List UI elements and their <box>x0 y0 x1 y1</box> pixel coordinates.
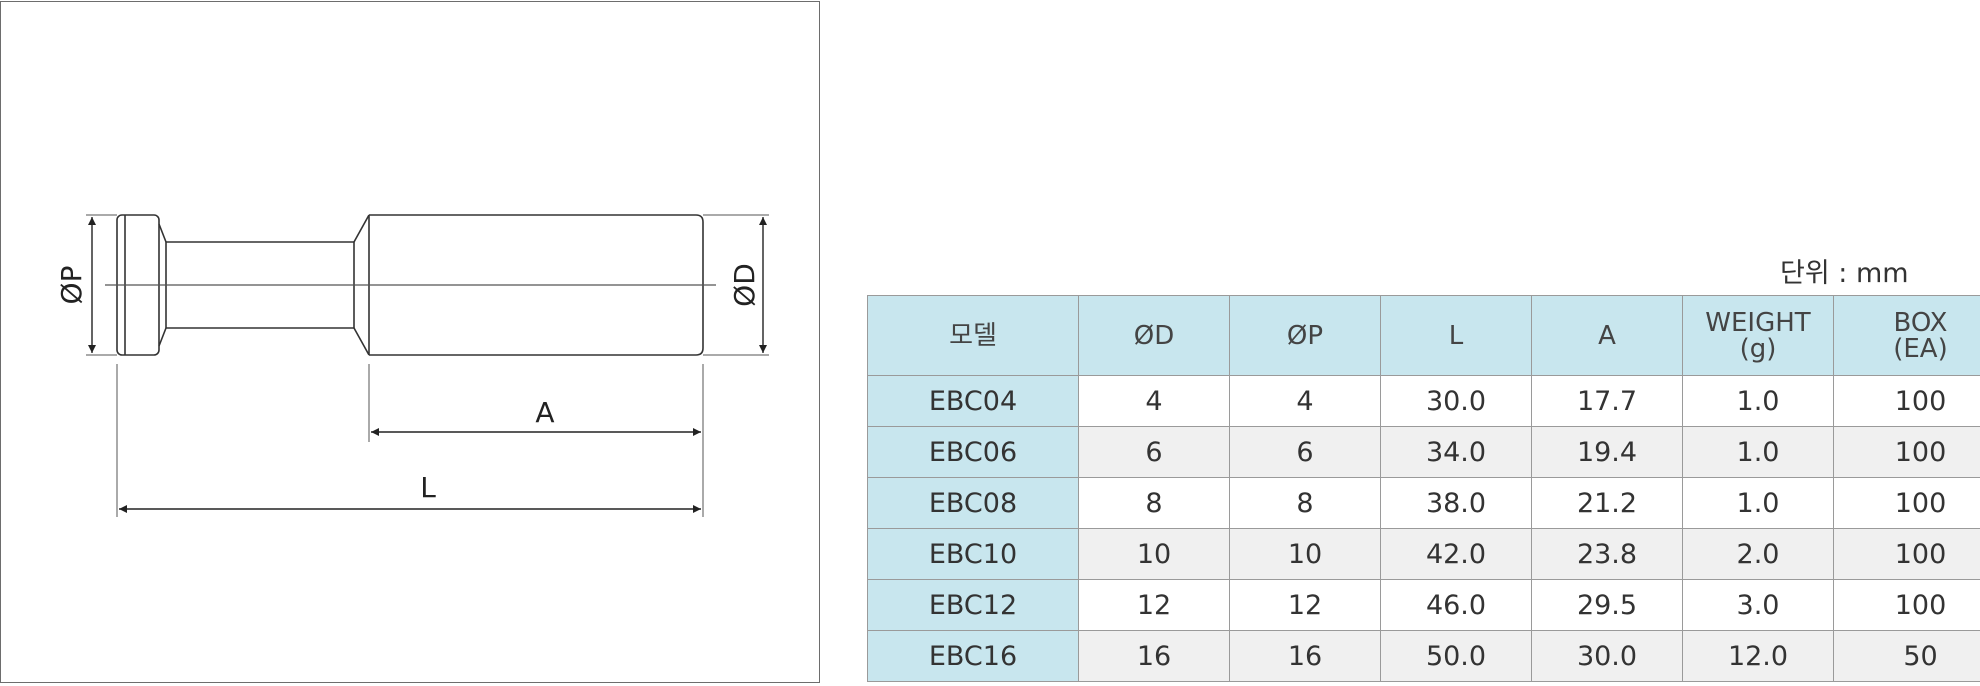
header-box: BOX(EA) <box>1833 295 1980 376</box>
cell-weight: 1.0 <box>1682 375 1834 427</box>
cell-model: EBC08 <box>867 477 1079 529</box>
cell-model: EBC10 <box>867 528 1079 580</box>
header-model: 모델 <box>867 295 1079 376</box>
cell-l: 42.0 <box>1380 528 1532 580</box>
cell-l: 34.0 <box>1380 426 1532 478</box>
table-row: EBC04 4 4 30.0 17.7 1.0 100 <box>867 375 1980 427</box>
header-p: ØP <box>1229 295 1381 376</box>
cell-weight: 3.0 <box>1682 579 1834 631</box>
dimension-label-d: ØD <box>728 263 761 307</box>
cell-box: 100 <box>1833 579 1980 631</box>
cell-box: 100 <box>1833 528 1980 580</box>
dimension-label-p: ØP <box>55 266 88 305</box>
table-row: EBC06 6 6 34.0 19.4 1.0 100 <box>867 426 1980 478</box>
cell-d: 16 <box>1078 630 1230 682</box>
cell-d: 6 <box>1078 426 1230 478</box>
cell-l: 30.0 <box>1380 375 1532 427</box>
technical-drawing-panel: ØP ØD A L <box>0 1 820 683</box>
dimension-label-a: A <box>535 396 554 429</box>
cell-p: 4 <box>1229 375 1381 427</box>
cell-a: 29.5 <box>1531 579 1683 631</box>
cell-model: EBC16 <box>867 630 1079 682</box>
header-a: A <box>1531 295 1683 376</box>
cell-a: 17.7 <box>1531 375 1683 427</box>
table-row: EBC08 8 8 38.0 21.2 1.0 100 <box>867 477 1980 529</box>
cell-weight: 1.0 <box>1682 426 1834 478</box>
cell-l: 38.0 <box>1380 477 1532 529</box>
cell-box: 100 <box>1833 426 1980 478</box>
end-cap-drawing: ØP ØD A L <box>55 214 769 517</box>
spec-table: 모델 ØD ØP L A WEIGHT(g) BOX(EA) EBC04 4 4… <box>867 295 1980 682</box>
cell-weight: 12.0 <box>1682 630 1834 682</box>
header-d: ØD <box>1078 295 1230 376</box>
cell-d: 8 <box>1078 477 1230 529</box>
unit-label: 단위 : mm <box>1780 258 1909 289</box>
cell-p: 12 <box>1229 579 1381 631</box>
cell-p: 10 <box>1229 528 1381 580</box>
dimension-label-l: L <box>420 471 436 504</box>
table-header-row: 모델 ØD ØP L A WEIGHT(g) BOX(EA) <box>867 295 1980 376</box>
cell-weight: 1.0 <box>1682 477 1834 529</box>
cell-box: 100 <box>1833 477 1980 529</box>
header-weight: WEIGHT(g) <box>1682 295 1834 376</box>
header-l: L <box>1380 295 1532 376</box>
cell-l: 50.0 <box>1380 630 1532 682</box>
cell-p: 6 <box>1229 426 1381 478</box>
extension-lines <box>86 214 769 517</box>
cell-weight: 2.0 <box>1682 528 1834 580</box>
cell-a: 23.8 <box>1531 528 1683 580</box>
cell-model: EBC12 <box>867 579 1079 631</box>
cell-a: 19.4 <box>1531 426 1683 478</box>
table-row: EBC10 10 10 42.0 23.8 2.0 100 <box>867 528 1980 580</box>
cell-a: 21.2 <box>1531 477 1683 529</box>
cell-model: EBC04 <box>867 375 1079 427</box>
cell-l: 46.0 <box>1380 579 1532 631</box>
cell-model: EBC06 <box>867 426 1079 478</box>
cell-d: 4 <box>1078 375 1230 427</box>
cell-box: 100 <box>1833 375 1980 427</box>
table-row: EBC12 12 12 46.0 29.5 3.0 100 <box>867 579 1980 631</box>
cell-a: 30.0 <box>1531 630 1683 682</box>
cell-p: 16 <box>1229 630 1381 682</box>
cell-p: 8 <box>1229 477 1381 529</box>
cell-d: 10 <box>1078 528 1230 580</box>
cell-d: 12 <box>1078 579 1230 631</box>
cell-box: 50 <box>1833 630 1980 682</box>
table-row: EBC16 16 16 50.0 30.0 12.0 50 <box>867 630 1980 682</box>
